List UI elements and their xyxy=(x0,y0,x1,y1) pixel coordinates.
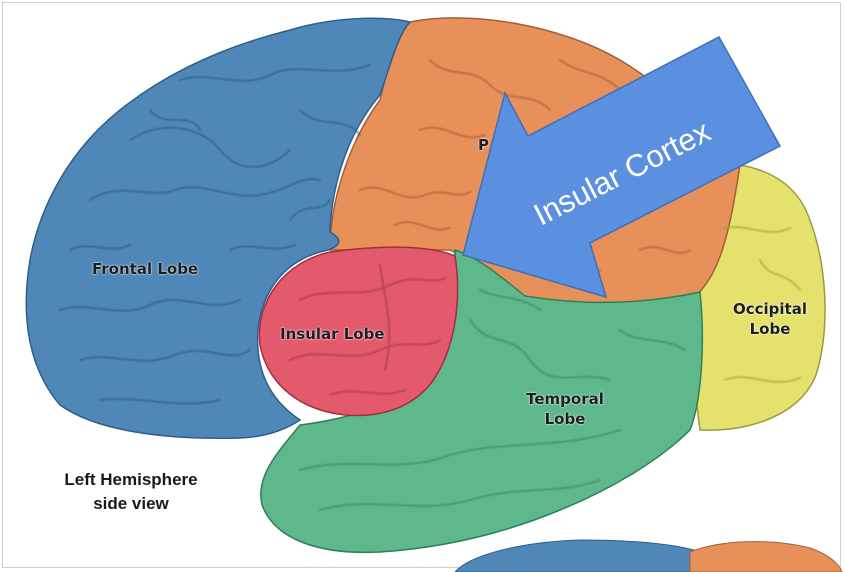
occipital-lobe-label: Occipital Lobe xyxy=(718,299,822,339)
temporal-lobe-label-line1: Temporal xyxy=(515,389,615,409)
insular-lobe-label: Insular Lobe xyxy=(280,324,385,344)
frontal-lobe-label: Frontal Lobe xyxy=(92,259,198,279)
occipital-lobe-label-line2: Lobe xyxy=(718,319,822,339)
temporal-lobe-label-line2: Lobe xyxy=(515,409,615,429)
temporal-lobe-label: Temporal Lobe xyxy=(515,389,615,429)
bottom-brain-blue xyxy=(455,540,700,572)
occipital-lobe-label-line1: Occipital xyxy=(718,299,822,319)
caption-line2: side view xyxy=(26,492,236,516)
bottom-brain-orange xyxy=(690,542,842,572)
caption-line1: Left Hemisphere xyxy=(26,468,236,492)
view-caption: Left Hemisphere side view xyxy=(26,468,236,516)
parietal-lobe-label-fragment: P xyxy=(478,135,489,155)
